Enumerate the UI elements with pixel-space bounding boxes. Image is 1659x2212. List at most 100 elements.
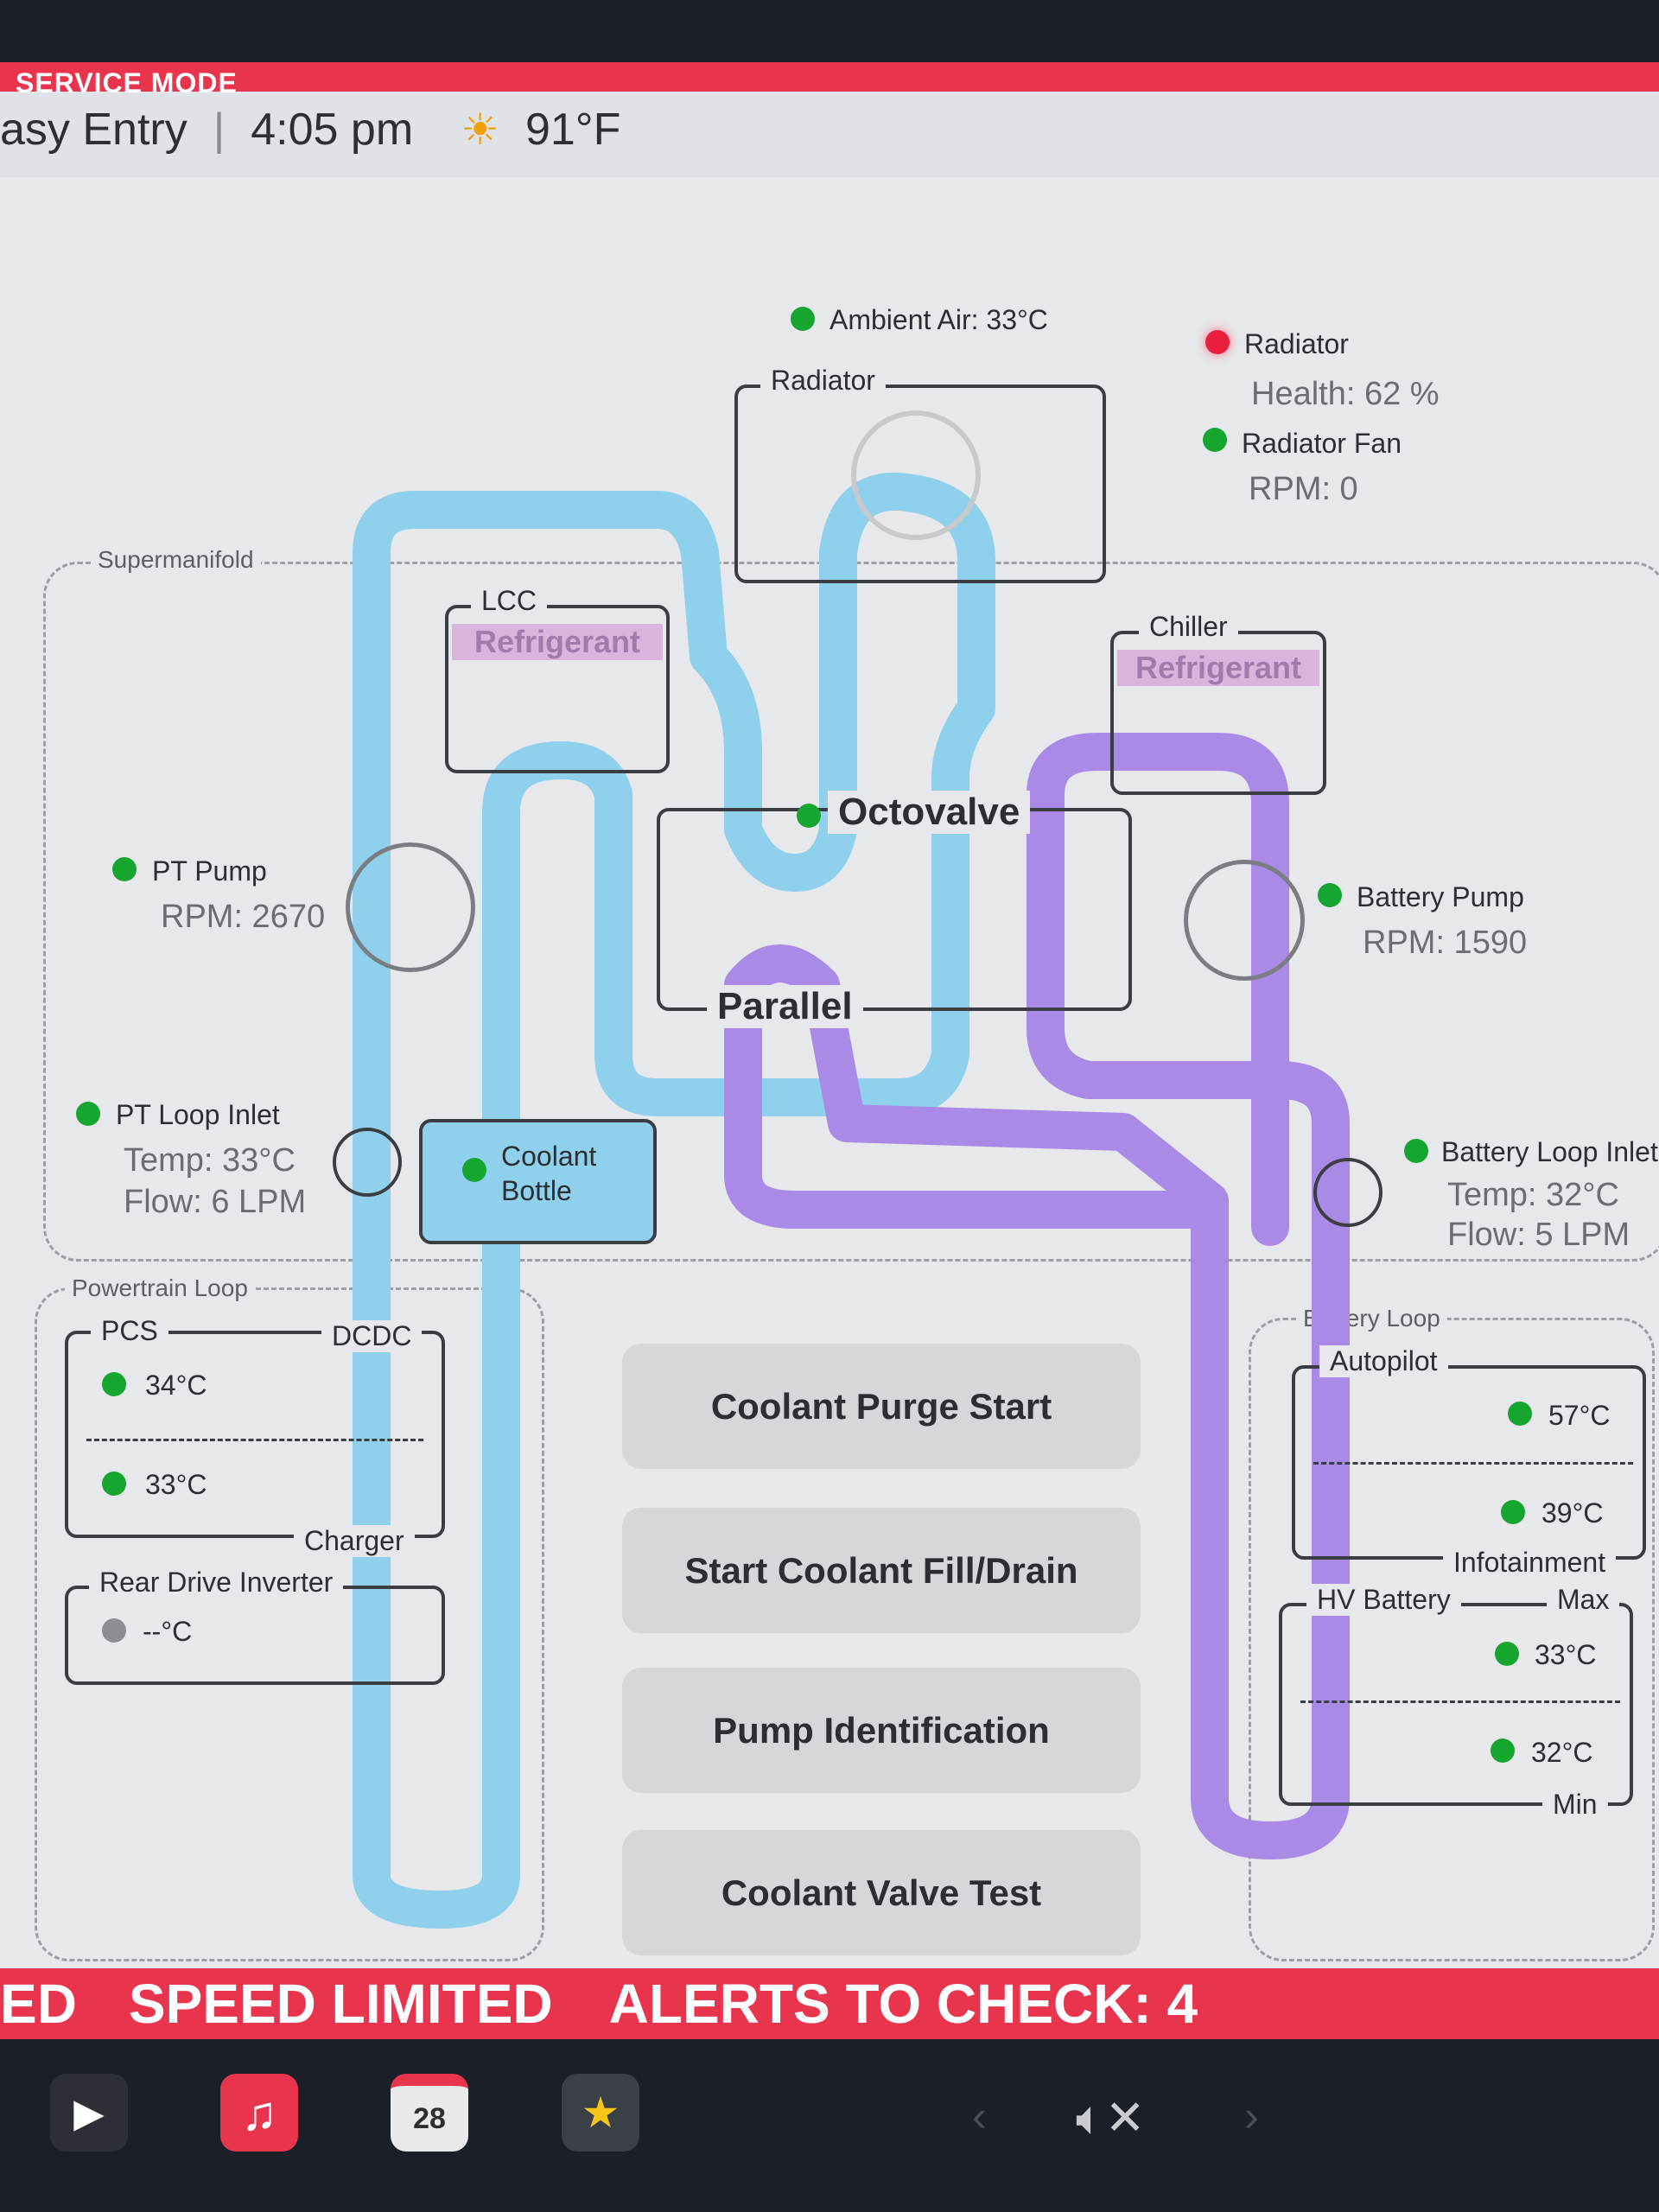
alert-prefix: ED (0, 1973, 77, 2035)
lcc-label: LCC (471, 585, 548, 617)
radiator-alert-dot (1205, 330, 1230, 354)
pcs-temp: 34°C (145, 1370, 207, 1401)
infotainment-status-dot (1501, 1500, 1525, 1524)
coolant-bottle-box[interactable] (419, 1119, 657, 1244)
lcc-box[interactable] (445, 605, 670, 773)
powertrain-loop-label: Powertrain Loop (65, 1274, 255, 1302)
radiator-fan-status-dot (1203, 428, 1227, 452)
powertrain-coolant-path (353, 472, 995, 1929)
autopilot-status-dot (1508, 1402, 1532, 1426)
ambient-air-reading: Ambient Air: 33°C (830, 304, 1048, 335)
pt-loop-inlet-status-dot (76, 1102, 100, 1126)
battery-loop-flow: Flow: 5 LPM (1447, 1217, 1630, 1253)
radiator-box[interactable] (734, 385, 1106, 583)
coolant-bottle-label: Coolant Bottle (501, 1141, 597, 1206)
radiator-fan-icon (851, 410, 981, 540)
calendar-icon[interactable]: 28 (391, 2074, 468, 2152)
rdi-temp: --°C (143, 1616, 193, 1647)
radiator-health: Health: 62 % (1251, 376, 1440, 412)
chevron-right-icon[interactable]: › (1244, 2092, 1259, 2140)
octovalve-label: Octovalve (828, 791, 1031, 834)
hv-divider (1300, 1700, 1620, 1703)
dcdc-label: DCDC (321, 1320, 423, 1352)
pcs-status-dot (102, 1372, 126, 1396)
pcs-charger-box[interactable] (65, 1331, 445, 1538)
powertrain-loop-region (35, 1287, 544, 1961)
autopilot-temp: 57°C (1548, 1400, 1611, 1431)
radiator-status-label: Radiator (1244, 328, 1349, 359)
battery-loop-temp: Temp: 32°C (1447, 1177, 1619, 1213)
battery-loop-inlet-status-dot (1404, 1139, 1428, 1163)
hv-min-label: Min (1542, 1789, 1608, 1821)
hv-max-label: Max (1547, 1584, 1620, 1616)
pt-pump-label: PT Pump (152, 855, 267, 887)
hv-max-temp: 33°C (1535, 1639, 1597, 1670)
octovalve-box[interactable] (657, 808, 1132, 1011)
rdi-status-dot (102, 1618, 126, 1643)
music-icon[interactable]: ♫ (220, 2074, 298, 2152)
battery-loop-region (1249, 1318, 1655, 1961)
rear-drive-inverter-label: Rear Drive Inverter (89, 1567, 344, 1599)
sun-icon: ☀ (461, 105, 499, 154)
status-row: asy Entry | 4:05 pm ☀ 91°F (0, 99, 620, 160)
charger-temp: 33°C (145, 1469, 207, 1500)
speed-limited-alert: SPEED LIMITED (128, 1973, 553, 2035)
battery-pump-status-dot (1318, 883, 1342, 907)
pt-pump-icon (346, 842, 475, 972)
outside-temperature: 91°F (524, 105, 621, 155)
chiller-refrigerant: Refrigerant (1117, 650, 1319, 686)
pt-loop-flow: Flow: 6 LPM (124, 1184, 307, 1220)
charger-status-dot (102, 1471, 126, 1496)
battery-flow-sensor-icon (1313, 1158, 1382, 1227)
radiator-fan-label: Radiator Fan (1242, 428, 1402, 459)
service-mode-label: SERVICE MODE (16, 67, 238, 99)
charger-label: Charger (294, 1525, 415, 1557)
pt-flow-sensor-icon (333, 1128, 402, 1197)
status-divider: | (213, 105, 226, 155)
infotainment-temp: 39°C (1541, 1497, 1604, 1529)
hv-battery-label: HV Battery (1306, 1584, 1461, 1616)
battery-pump-rpm: RPM: 1590 (1363, 925, 1528, 961)
alerts-to-check[interactable]: ALERTS TO CHECK: 4 (608, 1973, 1198, 2035)
pump-identification-button[interactable]: Pump Identification (622, 1668, 1141, 1793)
hv-battery-box[interactable] (1279, 1603, 1633, 1806)
parallel-label: Parallel (707, 985, 863, 1028)
coolant-valve-test-button[interactable]: Coolant Valve Test (622, 1830, 1141, 1955)
battery-pump-icon (1184, 860, 1305, 981)
drive-mode-label[interactable]: asy Entry (0, 105, 188, 155)
autopilot-divider (1313, 1462, 1633, 1465)
coolant-purge-start-button[interactable]: Coolant Purge Start (622, 1344, 1141, 1469)
hv-min-temp: 32°C (1531, 1737, 1593, 1768)
pcs-label: PCS (91, 1315, 168, 1347)
chevron-left-icon[interactable]: ‹ (972, 2092, 987, 2140)
ambient-status-dot (791, 307, 815, 331)
lcc-refrigerant: Refrigerant (452, 624, 663, 660)
battery-loop-inlet-label: Battery Loop Inlet (1441, 1136, 1658, 1167)
chiller-label: Chiller (1139, 611, 1238, 643)
pt-loop-inlet-label: PT Loop Inlet (116, 1099, 280, 1130)
radiator-box-label: Radiator (760, 365, 886, 397)
infotainment-label: Infotainment (1443, 1547, 1617, 1579)
volume-muted-icon[interactable]: 🔈︎✕ (1076, 2090, 1146, 2145)
pt-pump-status-dot (112, 857, 137, 881)
hv-min-status-dot (1491, 1738, 1515, 1763)
coolant-fill-drain-button[interactable]: Start Coolant Fill/Drain (622, 1508, 1141, 1633)
supermanifold-label: Supermanifold (91, 546, 261, 574)
toybox-icon[interactable]: ★ (562, 2074, 639, 2152)
video-player-icon[interactable]: ▶ (50, 2074, 128, 2152)
octovalve-status-dot (797, 804, 821, 828)
pcs-divider (86, 1439, 423, 1441)
autopilot-label: Autopilot (1319, 1345, 1448, 1377)
alert-banner[interactable]: ED SPEED LIMITED ALERTS TO CHECK: 4 (0, 1968, 1659, 2039)
radiator-fan-rpm: RPM: 0 (1249, 471, 1358, 507)
battery-coolant-path (724, 733, 1350, 1859)
calendar-day: 28 (413, 2101, 446, 2135)
hv-max-status-dot (1495, 1642, 1519, 1666)
battery-pump-label: Battery Pump (1357, 881, 1524, 912)
pt-pump-rpm: RPM: 2670 (161, 899, 326, 935)
pt-loop-temp: Temp: 33°C (124, 1142, 296, 1179)
coolant-bottle-status-dot (462, 1158, 486, 1182)
clock: 4:05 pm (251, 105, 414, 155)
